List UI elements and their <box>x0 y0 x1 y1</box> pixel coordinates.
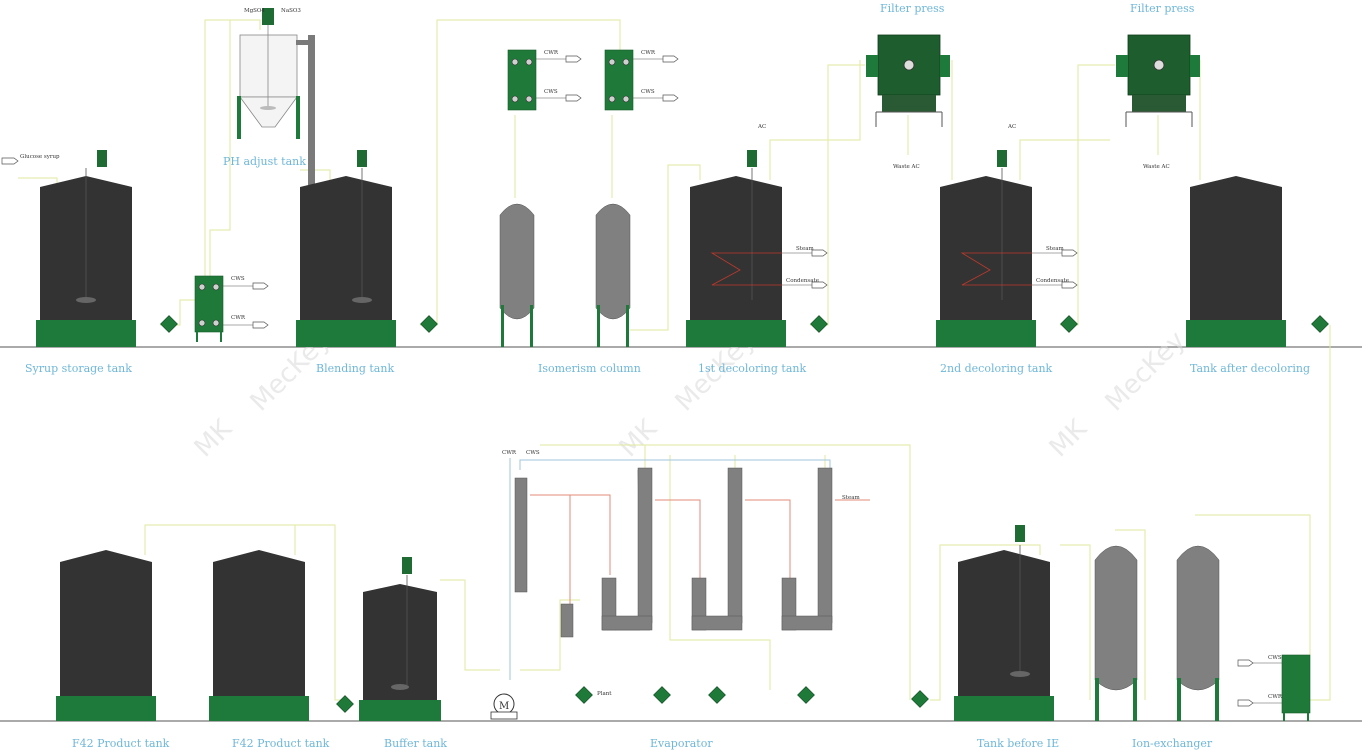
steam-label: Steam <box>842 495 861 501</box>
ph-adjust-tank-caption: PH adjust tank <box>223 155 306 168</box>
f42-product-tank-2-caption: F42 Product tank <box>232 737 330 750</box>
second-decoloring-tank: Steam Condensate AC 2nd decoloring tank <box>936 124 1078 375</box>
steam-label: Steam <box>796 246 815 252</box>
watermark-monogram: MK <box>1044 413 1094 463</box>
condensate-label: Condensate <box>1036 278 1069 284</box>
filter-press-2: Waste AC Filter press <box>1116 2 1200 170</box>
tank-after-decoloring: Tank after decoloring <box>1186 176 1310 375</box>
cwr-label: CWR <box>641 50 656 56</box>
filter-press-1-caption: Filter press <box>880 2 945 15</box>
tank-after-decoloring-caption: Tank after decoloring <box>1190 362 1310 375</box>
blending-tank-caption: Blending tank <box>316 362 394 375</box>
ph-heat-exchanger: CWS CWR <box>194 275 269 342</box>
watermark-brand: MecKey <box>1100 326 1192 418</box>
ac-label: AC <box>757 124 766 130</box>
isomerism-column-1 <box>499 203 535 347</box>
pump-icon <box>575 686 593 704</box>
evaporator-caption: Evaporator <box>650 737 713 750</box>
syrup-storage-tank: Glucose syrup Syrup storage tank <box>1 150 136 375</box>
pump-icon <box>1060 315 1078 333</box>
ac-label: AC <box>1007 124 1016 130</box>
condensate-label: Condensate <box>786 278 819 284</box>
pump-icon <box>420 315 438 333</box>
f42-product-tank-1: F42 Product tank <box>56 550 170 750</box>
pump-icon <box>1311 315 1329 333</box>
cws-label: CWS <box>1268 655 1282 661</box>
buffer-tank-caption: Buffer tank <box>384 737 447 750</box>
na2so3-label: NaSO3 <box>281 8 301 14</box>
watermark-monogram: MK <box>614 413 664 463</box>
filter-press-2-caption: Filter press <box>1130 2 1195 15</box>
tank-before-ie: Tank before IE <box>954 525 1059 750</box>
syrup-storage-tank-caption: Syrup storage tank <box>25 362 132 375</box>
pump-icon <box>653 686 671 704</box>
isomerism-column-caption: Isomerism column <box>538 362 641 375</box>
buffer-tank: Buffer tank <box>359 557 447 750</box>
pump-icon <box>810 315 828 333</box>
first-decoloring-tank-caption: 1st decoloring tank <box>698 362 806 375</box>
tank-before-ie-caption: Tank before IE <box>977 737 1059 750</box>
pump-icon <box>160 315 178 333</box>
cwr-label: CWR <box>1268 694 1283 700</box>
cws-label: CWS <box>544 89 558 95</box>
waste-ac-label: Waste AC <box>1143 164 1170 170</box>
steam-label: Steam <box>1046 246 1065 252</box>
cwr-label: CWR <box>231 315 246 321</box>
mgso4-label: MgSO4 <box>244 8 265 14</box>
cws-label: CWS <box>526 450 540 456</box>
plant-label: Plant <box>597 691 612 697</box>
pump-icon <box>708 686 726 704</box>
cws-label: CWS <box>641 89 655 95</box>
cws-label: CWS <box>231 276 245 282</box>
ion-exchanger: Ion-exchanger <box>1094 545 1220 750</box>
watermark-3: MK MecKey <box>1044 326 1192 464</box>
pump-icon <box>911 690 929 708</box>
isomerism-column-2 <box>595 203 631 347</box>
ie-heat-exchanger: CWS CWR <box>1237 654 1311 721</box>
waste-ac-label: Waste AC <box>893 164 920 170</box>
f42-product-tank-2: F42 Product tank <box>209 550 330 750</box>
isomerism-heat-exchanger-1: CWR CWS <box>507 49 582 111</box>
first-decoloring-tank: Steam Condensate AC 1st decoloring tank <box>686 124 828 375</box>
evaporator: CWR CWS Steam Plant Evaporator <box>502 450 861 750</box>
second-decoloring-tank-caption: 2nd decoloring tank <box>940 362 1053 375</box>
filter-press-1: Waste AC Filter press <box>866 2 950 170</box>
isomerism-heat-exchanger-2: CWR CWS <box>604 49 679 111</box>
glucose-syrup-label: Glucose syrup <box>20 154 60 160</box>
motor-pump: M <box>490 693 518 720</box>
motor-label: M <box>499 701 509 712</box>
ion-exchanger-caption: Ion-exchanger <box>1132 737 1213 750</box>
pump-icon <box>336 695 354 713</box>
f42-product-tank-1-caption: F42 Product tank <box>72 737 170 750</box>
blending-tank: Blending tank <box>296 150 396 375</box>
ph-adjust-tank: MgSO4 NaSO3 PH adjust tank <box>223 8 315 185</box>
watermark-monogram: MK <box>189 413 239 463</box>
glucose-syrup-inlet-icon <box>1 157 19 165</box>
cwr-label: CWR <box>544 50 559 56</box>
pump-icon <box>797 686 815 704</box>
cwr-label: CWR <box>502 450 517 456</box>
